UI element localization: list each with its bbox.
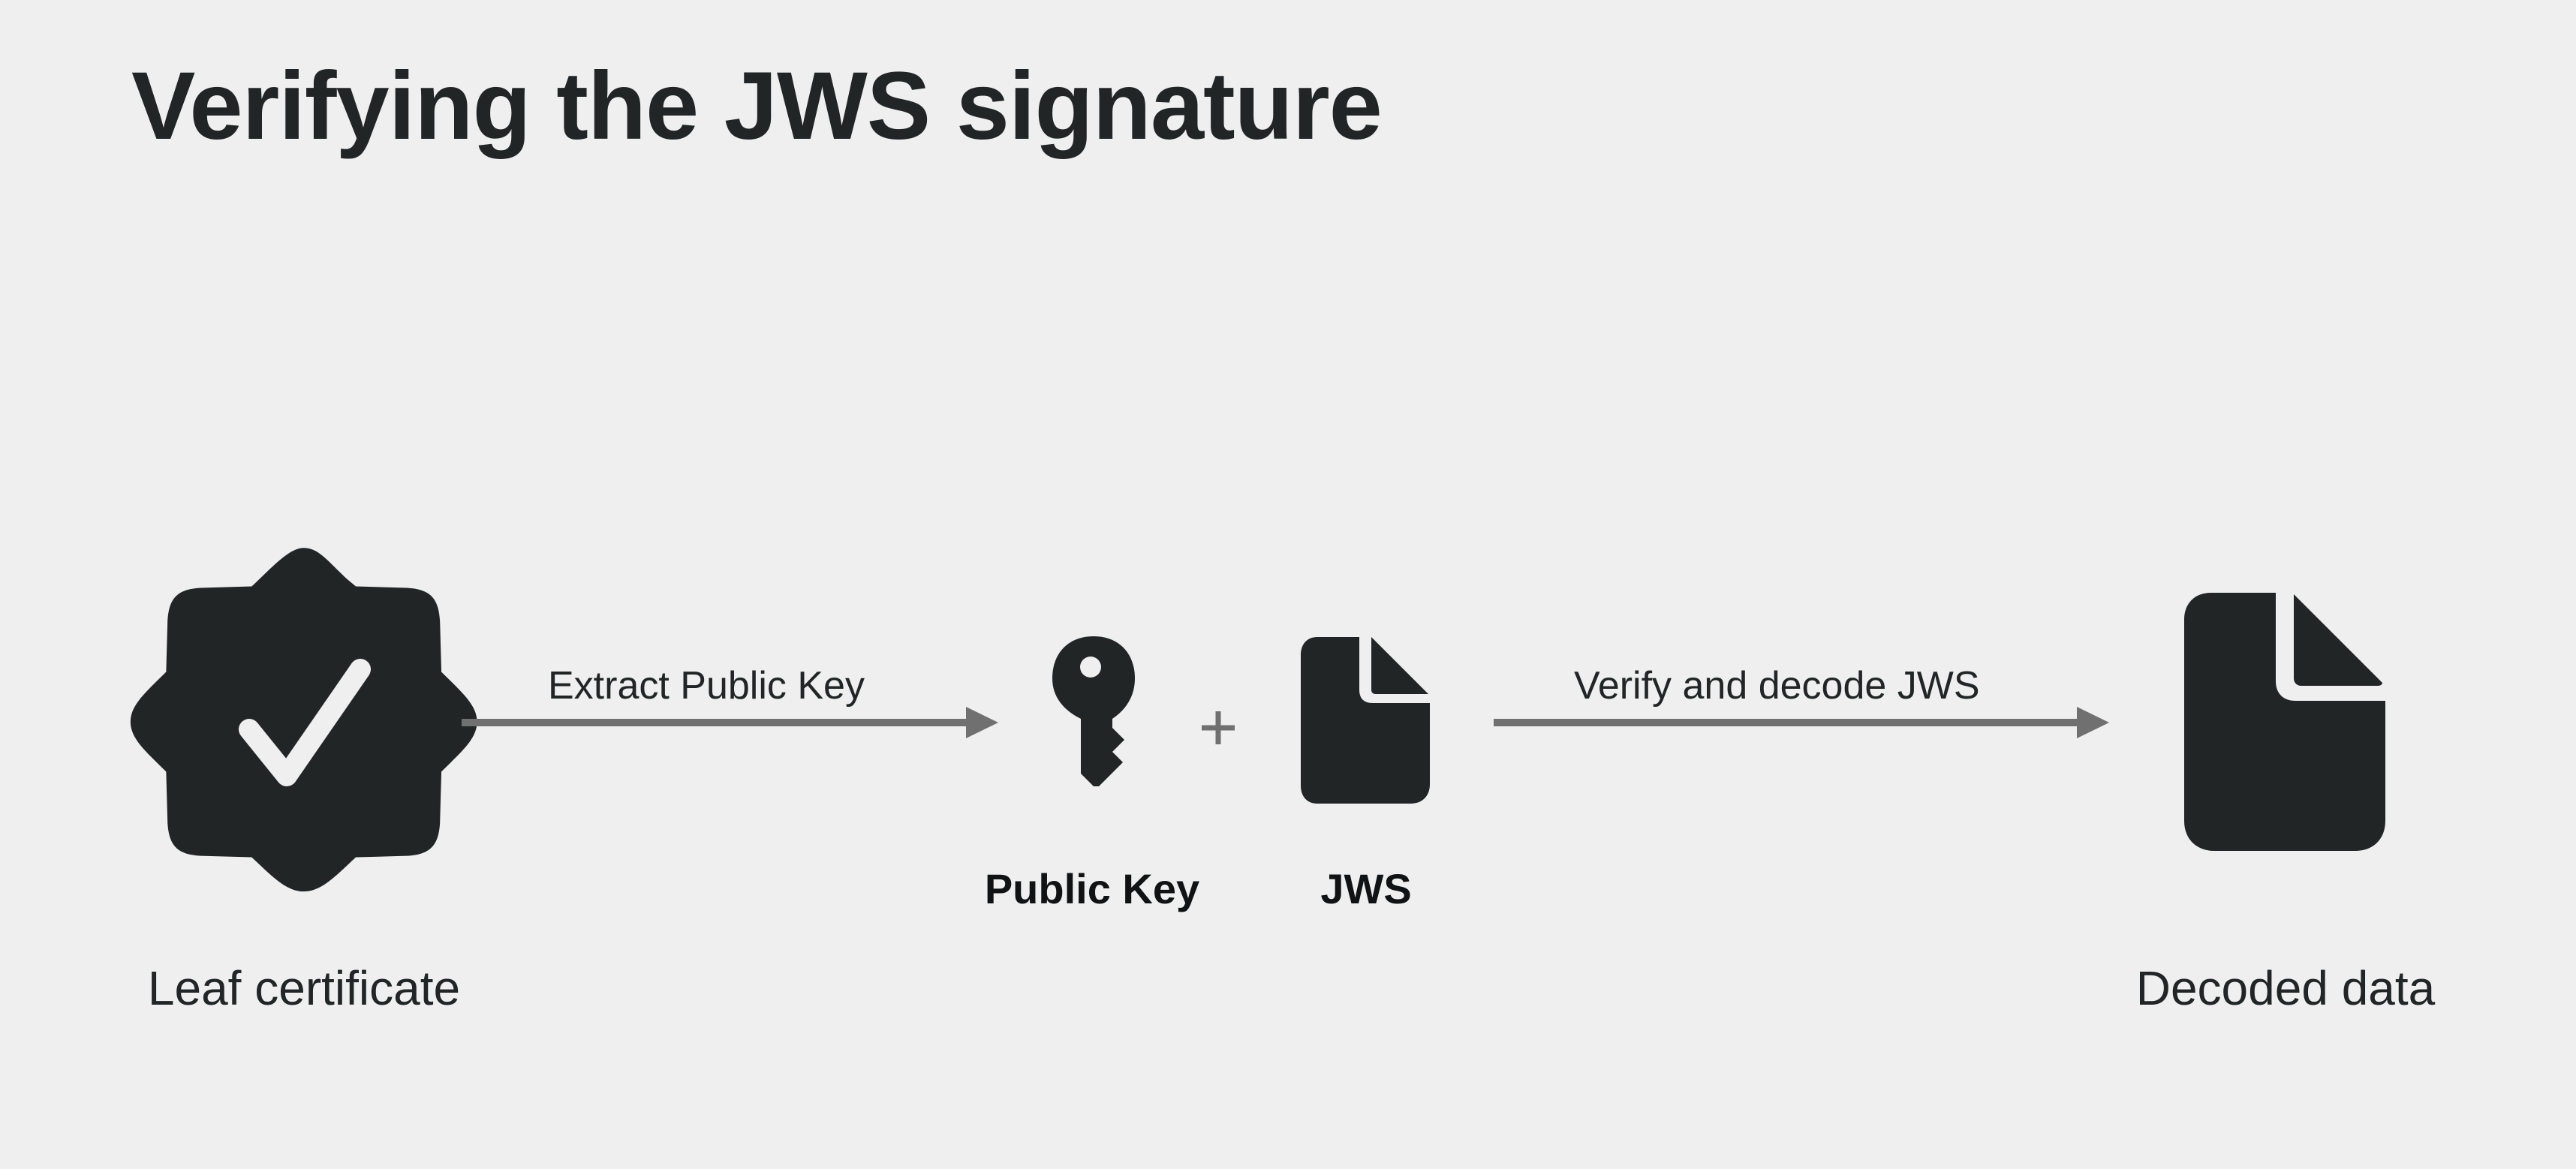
public-key-label: Public Key <box>984 865 1200 912</box>
document-icon <box>1301 637 1430 804</box>
document-icon <box>2184 593 2385 851</box>
decoded-data-label: Decoded data <box>2135 961 2436 1015</box>
plus-operator <box>1202 711 1235 744</box>
jws-label: JWS <box>1320 865 1412 912</box>
checkmark-seal-icon <box>130 548 477 892</box>
page-title: Verifying the JWS signature <box>131 53 1383 160</box>
arrow-label-extract: Extract Public Key <box>548 664 865 708</box>
arrow-label-verify: Verify and decode JWS <box>1574 664 1980 708</box>
key-icon <box>1052 636 1135 786</box>
arrow-extract <box>462 707 998 738</box>
leaf-certificate-label: Leaf certificate <box>147 961 461 1015</box>
arrow-verify <box>1494 707 2109 738</box>
